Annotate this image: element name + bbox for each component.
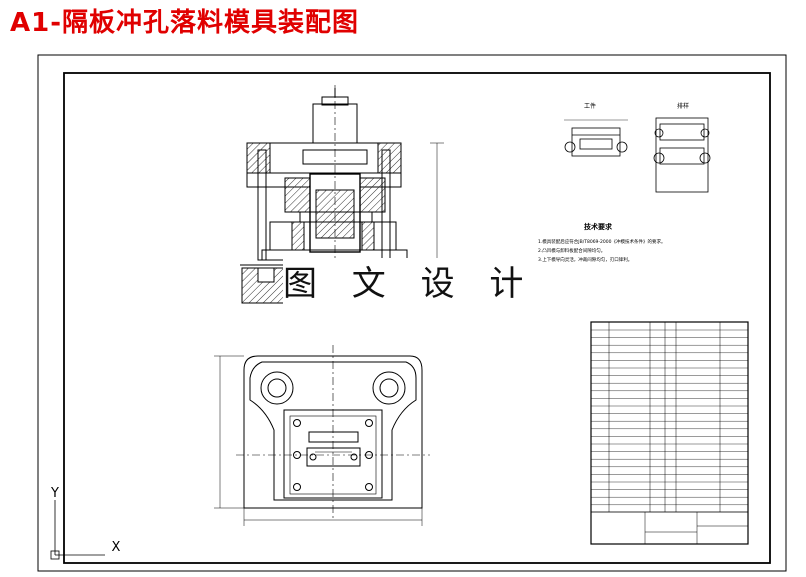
strip-layout-title: 排样: [677, 102, 689, 110]
die-front-section-view: [240, 85, 444, 304]
watermark-text: 图 文 设 计: [283, 258, 523, 310]
tech-note-3: 3.上下模导向灵活，冲裁间隙均匀，刃口锋利。: [538, 256, 632, 263]
ucs-y-label: Y: [50, 486, 59, 501]
workpiece-title: 工件: [584, 102, 596, 110]
tech-notes-title: 技术要求: [584, 222, 613, 231]
tech-note-2: 2.凸凹模与卸料板配合间隙均匀。: [538, 247, 605, 254]
parts-list-table: [590, 321, 749, 545]
page-title: A1-隔板冲孔落料模具装配图: [10, 8, 360, 38]
workpiece-drawing: 工件: [564, 102, 628, 157]
die-top-view: [214, 345, 430, 526]
ucs-x-label: X: [112, 540, 121, 555]
inner-frame: [63, 72, 771, 564]
ucs-icon: Y X: [50, 486, 121, 560]
outer-frame: [37, 54, 787, 572]
strip-layout-drawing: 排样: [653, 102, 711, 193]
technical-requirements: 技术要求 1.模具装配后应符合JB/T8069-2000《冲模技术条件》的要求。…: [538, 222, 666, 263]
tech-note-1: 1.模具装配后应符合JB/T8069-2000《冲模技术条件》的要求。: [538, 238, 666, 245]
